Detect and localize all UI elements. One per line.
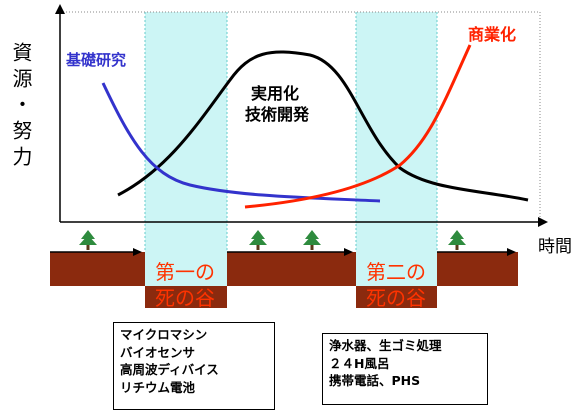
practical-development-label-line2: 技術開発: [245, 105, 310, 124]
ground-arrow-1-head-icon: [133, 248, 142, 256]
tree-icon: [448, 230, 466, 250]
y-axis-arrow-icon: [55, 4, 65, 14]
second-valley-line1: 第二の: [366, 260, 426, 284]
example-item: 携帯電話、PHS: [329, 373, 421, 388]
first-valley-band: [145, 12, 227, 308]
example-item: バイオセンサ: [120, 344, 196, 360]
first-valley-examples-box: マイクロマシン バイオセンサ 高周波ディバイス リチウム電池: [113, 322, 275, 410]
tree-icon: [79, 230, 97, 250]
second-valley-band: [356, 12, 437, 308]
basic-research-curve: [101, 82, 381, 203]
ground-arrow-2-head-icon: [344, 248, 353, 256]
example-item: 浄水器、生ゴミ処理: [329, 338, 442, 353]
tree-icon: [249, 230, 267, 250]
practical-development-label: 実用化 技術開発: [245, 83, 309, 125]
ground-arrow-3-head-icon: [507, 248, 516, 256]
second-valley-of-death-label: 第二の 死の谷: [356, 259, 436, 311]
second-valley-examples-box: 浄水器、生ゴミ処理 ２４H風呂 携帯電話、PHS: [322, 333, 488, 405]
example-item: リチウム電池: [120, 379, 196, 395]
ground-terrain: [50, 252, 518, 308]
example-item: 高周波ディバイス: [120, 362, 219, 377]
basic-research-label: 基礎研究: [66, 51, 127, 69]
example-item: マイクロマシン: [120, 327, 208, 342]
commercialization-curve: [244, 44, 472, 209]
first-valley-of-death-label: 第一の 死の谷: [145, 259, 225, 311]
first-valley-line2: 死の谷: [155, 286, 215, 310]
x-axis-label: 時間: [538, 237, 572, 257]
y-axis-label: 資源・努力: [9, 42, 33, 172]
x-axis-arrow-icon: [538, 217, 548, 227]
practical-development-curve: [117, 50, 529, 202]
example-item: ２４H風呂: [329, 355, 390, 371]
second-valley-line2: 死の谷: [366, 286, 426, 310]
practical-development-label-line1: 実用化: [251, 84, 300, 103]
first-valley-line1: 第一の: [155, 260, 215, 284]
commercialization-label: 商業化: [468, 25, 517, 44]
tree-icon: [303, 230, 321, 250]
